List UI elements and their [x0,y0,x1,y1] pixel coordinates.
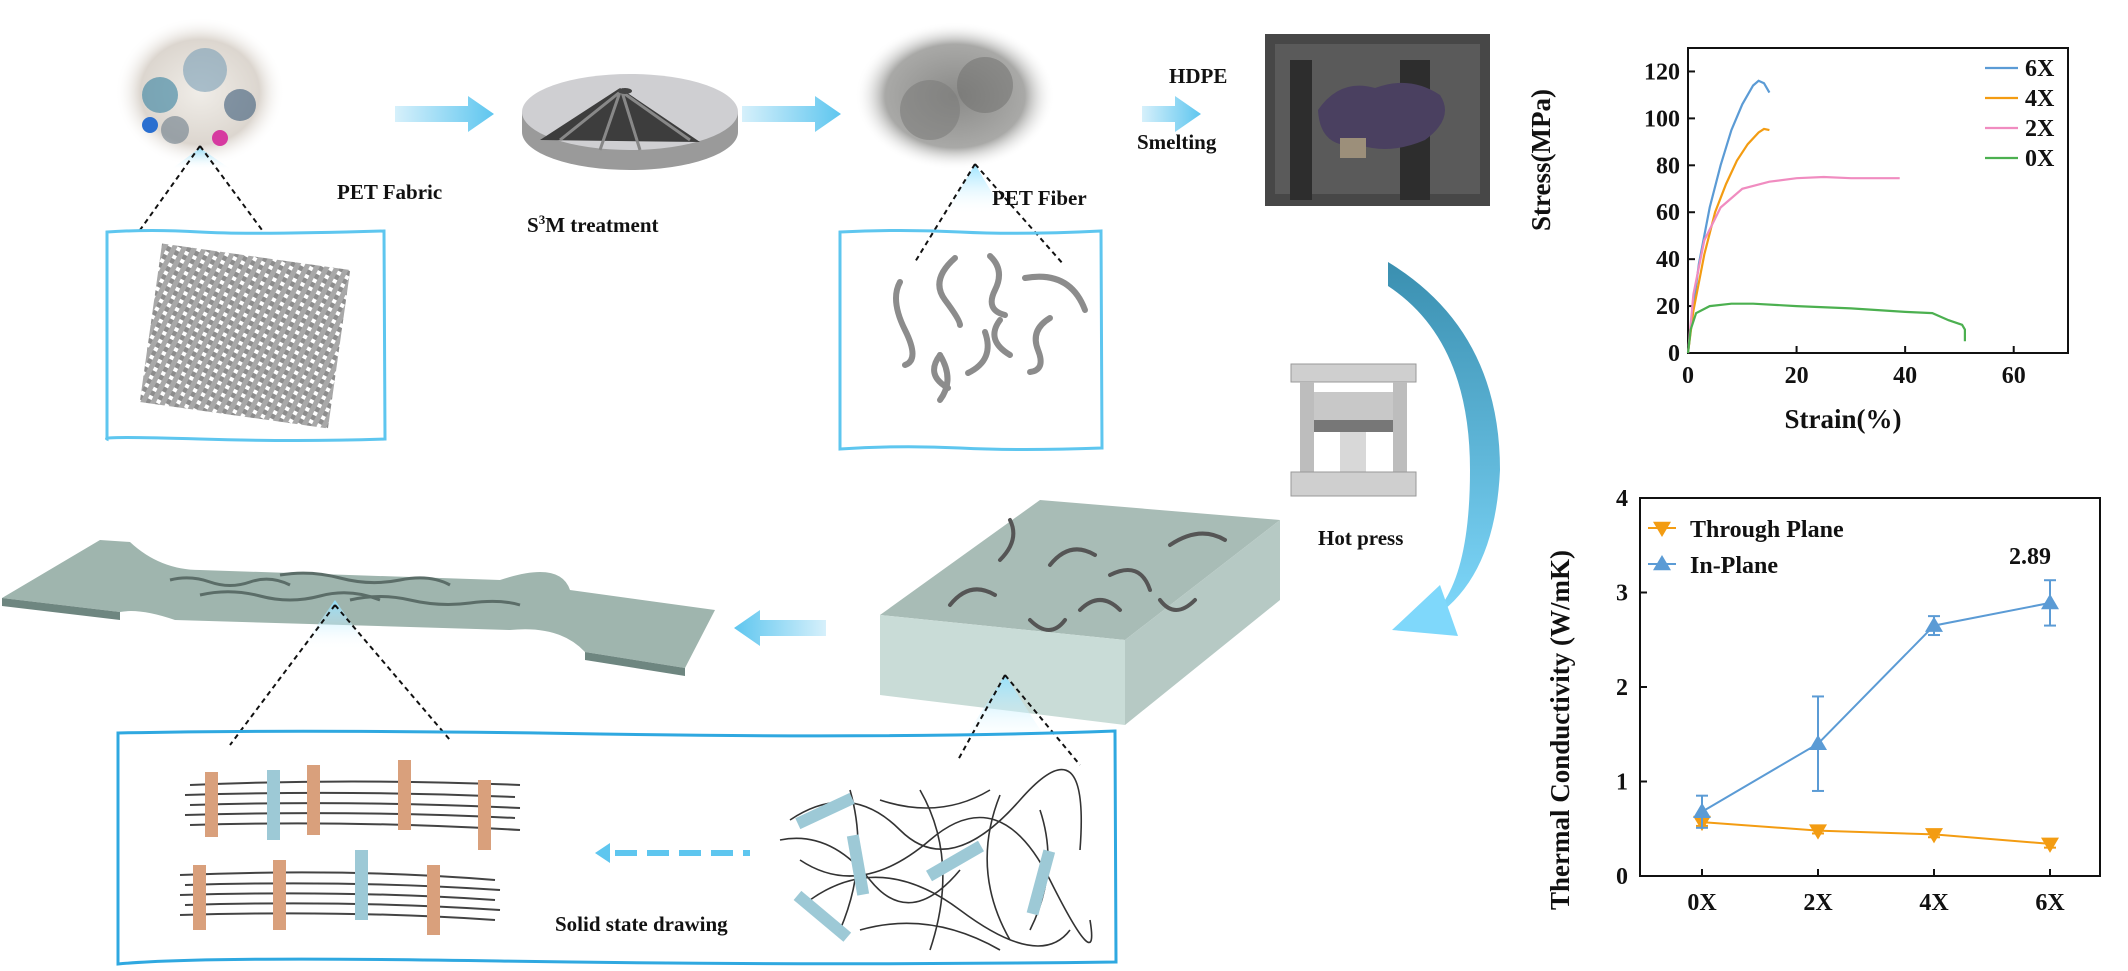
chart2-xtick-label: 4X [1919,890,1949,916]
dashed-arrow [595,843,750,863]
chart2-marker [1809,824,1827,840]
curved-arrow [1388,262,1500,620]
chart1-legend-label: 4X [2025,86,2055,112]
chart1-ytick-label: 120 [1644,59,1680,85]
chart1-legend-label: 6X [2025,56,2055,82]
network-blue-clamps [793,792,1056,942]
chart2-legend-marker [1653,521,1671,537]
chart2-marker [1809,734,1827,750]
chart1-series-2X [1686,175,1900,354]
smelting-image [1265,34,1490,206]
chart1-xtick-label: 60 [2002,363,2026,389]
s3m-treatment-label: S3M treatment [527,212,659,237]
chart1-xtick-label: 40 [1893,363,1917,389]
woven-mesh-illustration [139,243,351,429]
hdpe-arrow [1142,96,1201,132]
chart2-ytick-label: 0 [1616,864,1628,890]
chart2-ytick-label: 1 [1616,770,1628,796]
chart1-xtick-label: 0 [1682,363,1694,389]
chart1-ytick-label: 40 [1656,247,1680,273]
chart2-line-Through Plane [1701,821,2051,845]
chart2-marker [1925,616,1943,632]
pet-fabric-label: PET Fabric [337,180,443,204]
clamps-top [205,760,491,850]
hot-press-label: Hot press [1318,526,1404,550]
process-diagram [2,17,1500,966]
chart1-ytick-label: 100 [1644,106,1680,132]
chart1-ytick-label: 20 [1656,294,1680,320]
stress-strain-chart: 0 20 40 60 0 20 40 60 80 100 120 6X 4X 2X 0X Strain(%… [1526,47,2069,434]
pet-fiber-label: PET Fiber [992,186,1087,210]
dogbone-specimen-illustration [2,540,715,676]
chart2-marker [2041,593,2059,610]
chart2-ytick-label: 3 [1616,581,1628,607]
chart2-legend-label: Through Plane [1690,517,1844,543]
chart1-ylabel: Stress(MPa) [1526,89,1556,231]
chart1-ytick-label: 60 [1656,200,1680,226]
aligned-chains-bottom [179,871,501,921]
fiber-zoom-box [838,229,1104,451]
arrow-1 [395,96,494,132]
chart2-ylabel: Thermal Conductivity (W/mK) [1545,550,1575,910]
chart2-marker [2041,837,2059,853]
solid-state-drawing-label: Solid state drawing [555,912,728,936]
fabric-zoom-box [105,229,387,442]
chart1-legend-label: 0X [2025,146,2055,172]
hdpe-label: HDPE [1169,64,1228,88]
chart1-legend-label: 2X [2025,116,2055,142]
chart2-legend-label: In-Plane [1690,553,1778,579]
smelting-label: Smelting [1137,130,1217,154]
chart2-marker [1925,828,1943,844]
drawing-zoom-box [116,729,1118,966]
chart2-xtick-label: 2X [1803,890,1833,916]
chart2-legend-marker [1653,555,1671,571]
chart1-xtick-label: 20 [1785,363,1809,389]
chart2-ytick-label: 2 [1616,675,1628,701]
chart2-ytick-label: 4 [1616,486,1628,512]
chart2-marker [1693,802,1711,819]
arrow-2 [742,96,841,132]
arrow-to-specimen [734,610,826,646]
chart1-series-0X [1686,302,1966,354]
pet-fabric-image [115,17,285,170]
chart2-line-In-Plane [1701,601,2051,813]
chart2-xtick-label: 6X [2035,890,2065,916]
pet-fiber-image [855,22,1055,215]
aligned-chains-top [184,780,521,831]
chart1-ytick-label: 0 [1668,341,1680,367]
short-fibers-illustration [893,253,1088,403]
clamps-bottom [193,850,440,935]
chart1-frame [1687,47,2069,354]
hot-press-illustration [1290,363,1417,497]
chart2-xtick-label: 0X [1687,890,1717,916]
composite-slab-illustration [880,500,1280,745]
s3m-disc-illustration [522,74,738,170]
chart1-ytick-label: 80 [1656,153,1680,179]
chart1-xlabel: Strain(%) [1785,404,1902,434]
chart2-annotation: 2.89 [2009,544,2051,570]
chart1-series-4X [1686,127,1770,354]
